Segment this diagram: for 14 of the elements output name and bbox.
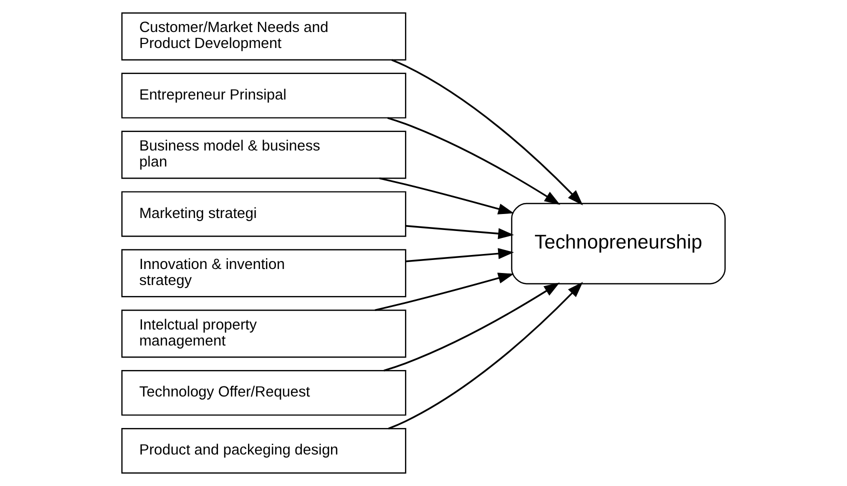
node-box: Technopreneurship xyxy=(511,202,726,284)
arrow xyxy=(391,59,583,206)
arrow xyxy=(406,224,514,240)
node-box: Technology Offer/Request xyxy=(121,370,406,416)
arrow xyxy=(406,248,514,262)
node-box: Marketing strategi xyxy=(121,191,406,237)
arrow xyxy=(388,282,583,430)
arrow xyxy=(387,117,560,205)
node-box: Customer/Market Needs and Product Development xyxy=(121,12,406,60)
node-box: Entrepreneur Prinsipal xyxy=(121,72,406,118)
node-box: Intelctual property management xyxy=(121,310,406,358)
node-box: Innovation & invention strategy xyxy=(121,249,406,298)
node-box: Business model & business plan xyxy=(121,130,406,179)
node-box: Product and packeging design xyxy=(121,428,406,474)
